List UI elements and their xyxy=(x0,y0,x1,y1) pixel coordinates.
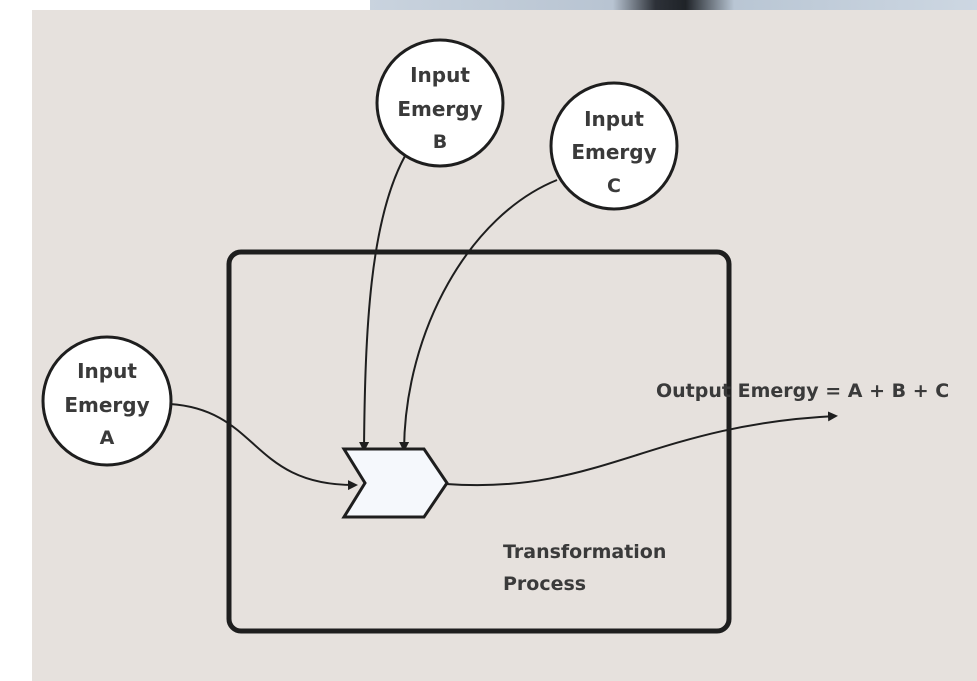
input-emergy-b-node: Input Emergy B xyxy=(375,38,505,168)
input-emergy-b-line3: B xyxy=(433,131,447,153)
input-emergy-c-line2: Emergy xyxy=(571,140,656,164)
input-emergy-a-line1: Input xyxy=(77,359,137,383)
input-emergy-c-line3: C xyxy=(607,175,621,197)
input-emergy-a-circle xyxy=(41,335,173,467)
input-emergy-a-line2: Emergy xyxy=(64,393,149,417)
flow-arrow-a xyxy=(169,403,358,491)
output-emergy-label: Output Emergy = A + B + C xyxy=(656,380,949,402)
transformation-chevron xyxy=(341,447,449,519)
flow-arrow-c xyxy=(399,179,558,452)
transformation-process-box xyxy=(226,249,732,634)
input-emergy-c-node: Input Emergy C xyxy=(549,81,679,211)
diagram-panel xyxy=(32,10,977,681)
flow-arrow-b xyxy=(359,155,406,452)
transformation-process-label-line1: Transformation xyxy=(503,541,666,563)
input-emergy-b-line2: Emergy xyxy=(397,97,482,121)
output-flow-arrow xyxy=(445,411,838,487)
input-emergy-a-node: Input Emergy A xyxy=(41,335,173,467)
input-emergy-b-circle xyxy=(375,38,505,168)
background-photo-strip xyxy=(370,0,977,12)
transformation-process-label-line2: Process xyxy=(503,573,586,595)
input-emergy-c-circle xyxy=(549,81,679,211)
input-emergy-c-line1: Input xyxy=(584,107,644,131)
input-emergy-b-line1: Input xyxy=(410,63,470,87)
input-emergy-a-line3: A xyxy=(100,427,115,449)
